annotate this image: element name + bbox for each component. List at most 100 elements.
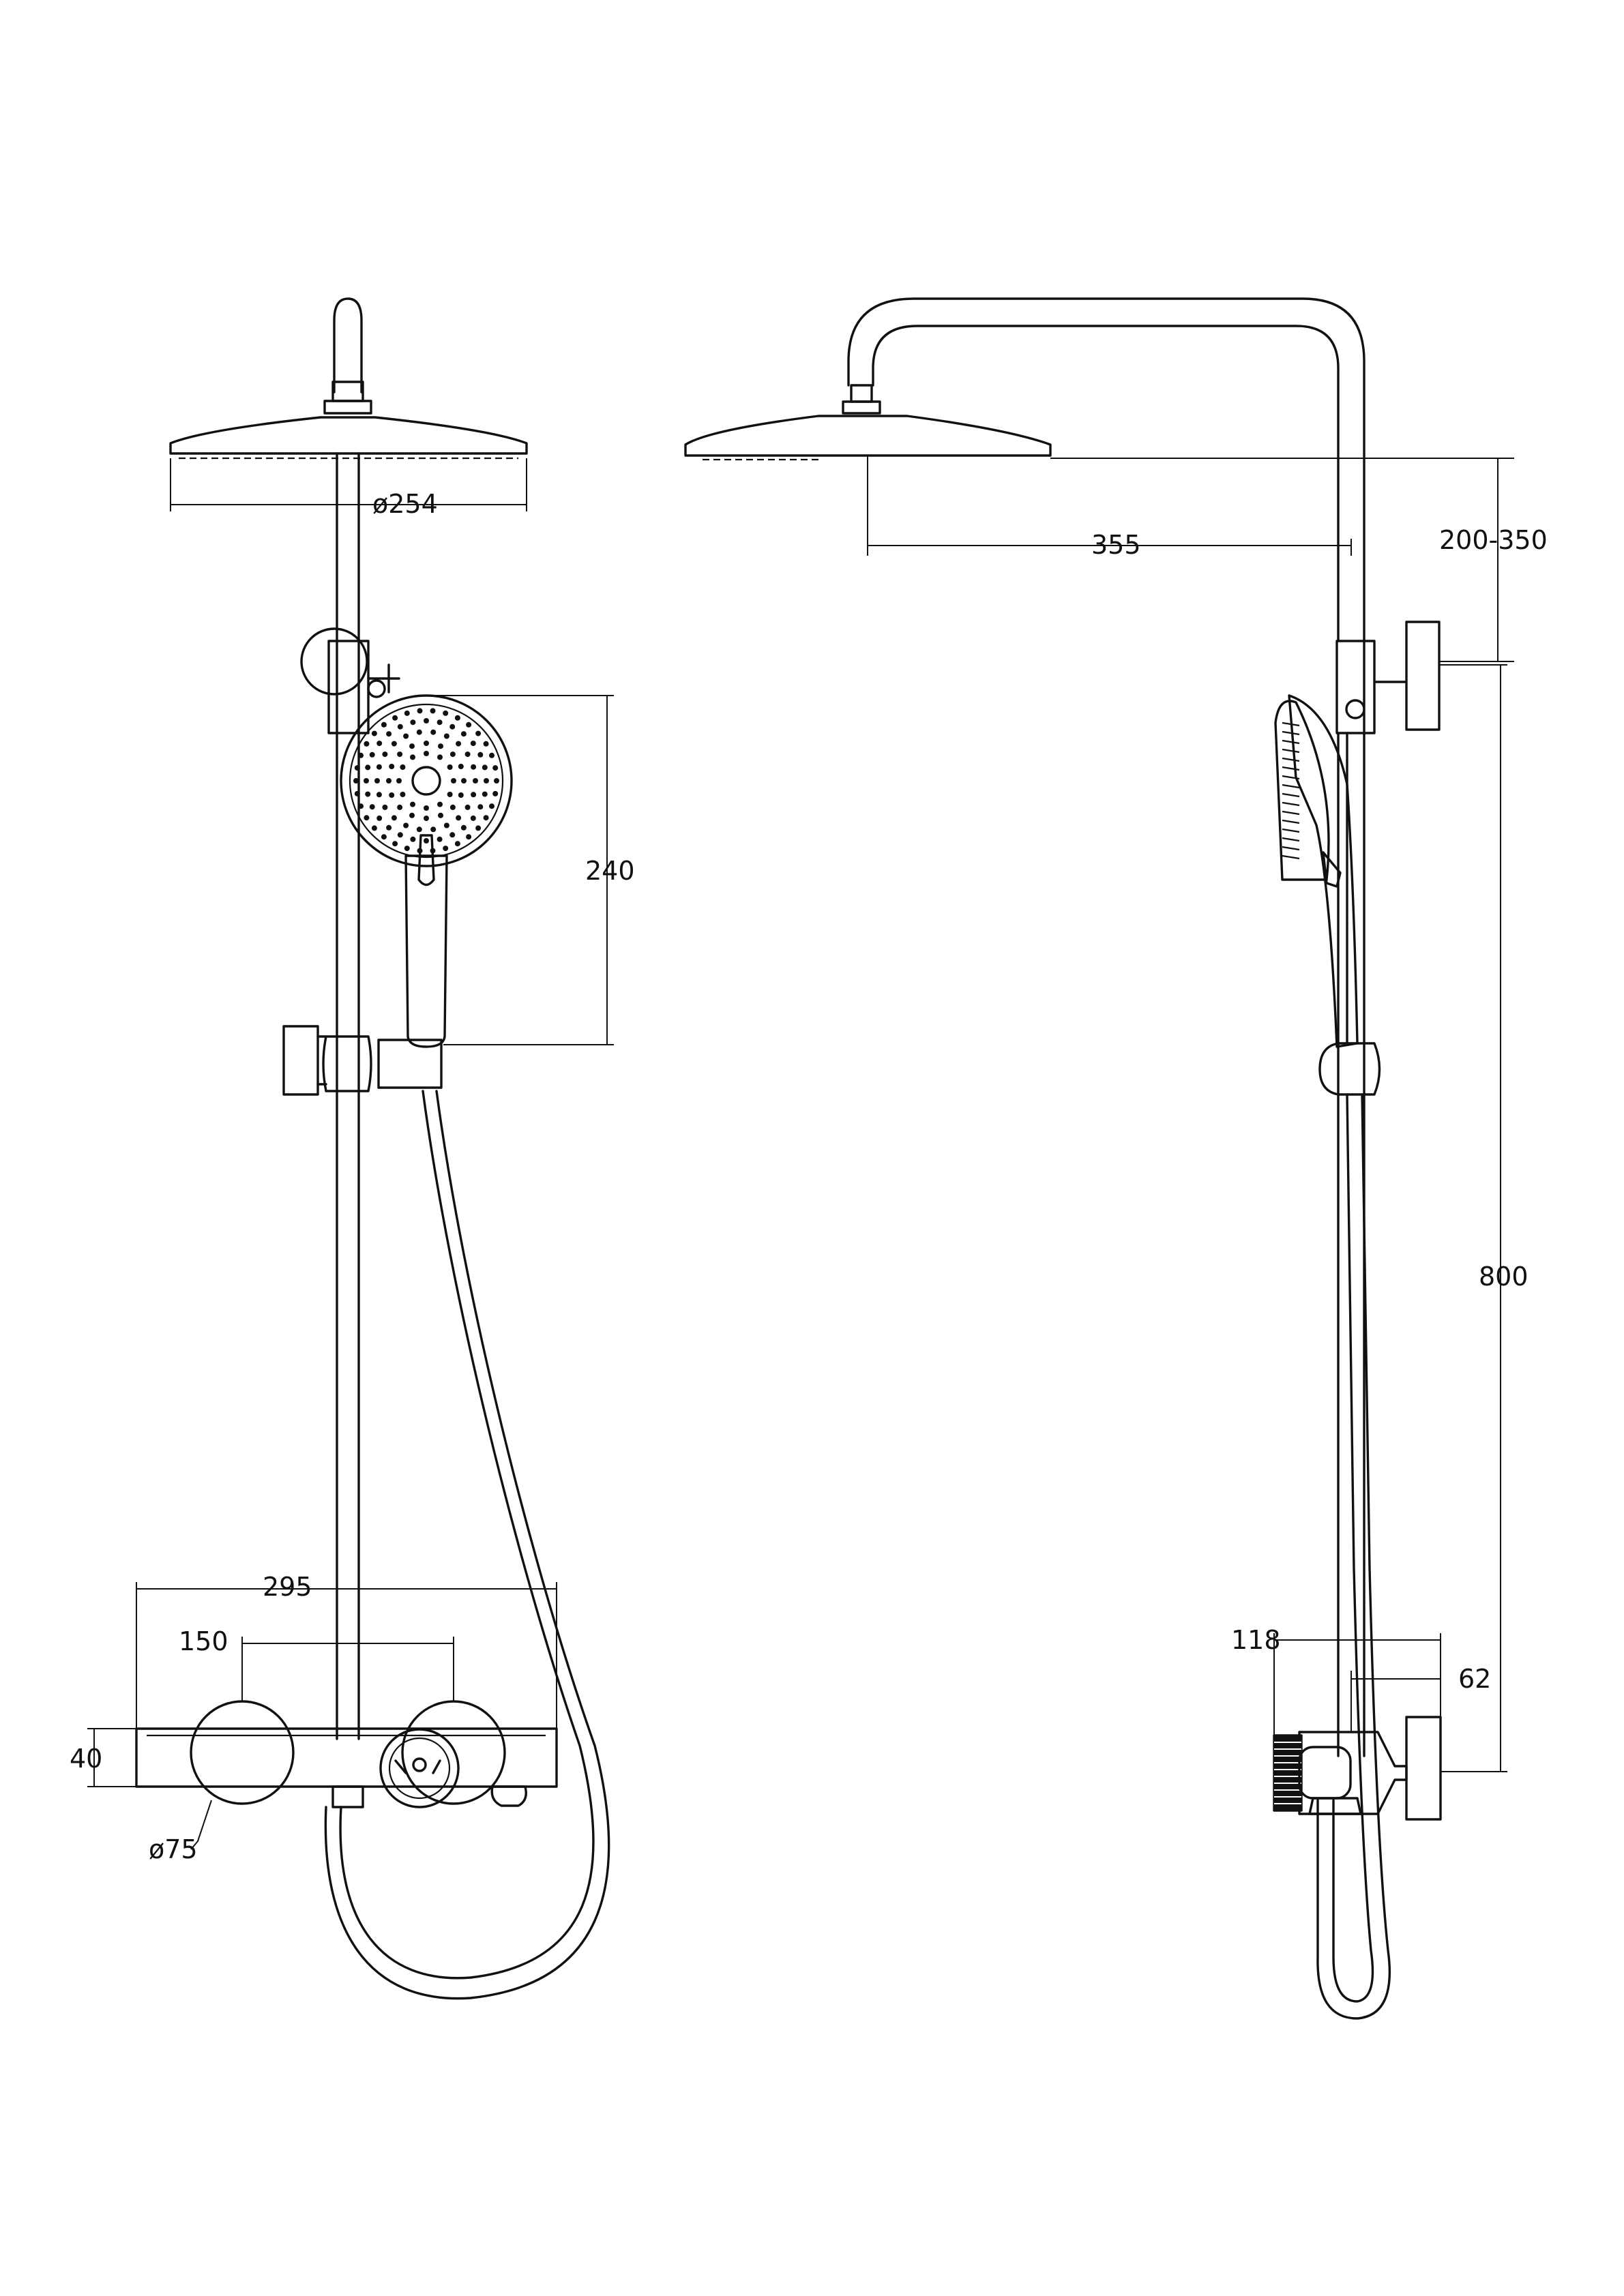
rain-head-front	[169, 416, 528, 455]
nozzle-hole	[410, 801, 415, 807]
side-view: 355 200-350 800 118 62	[684, 297, 1548, 2020]
thermostat-knob	[379, 1728, 460, 1808]
side-nozzle-tick	[1282, 828, 1300, 833]
dim-hand-shower-height: 240	[426, 695, 635, 1045]
nozzle-hole	[391, 741, 397, 747]
knob-grip-lines	[1274, 1742, 1301, 1804]
hand-shower-nozzles	[353, 708, 499, 854]
side-wall-bracket	[1405, 621, 1441, 731]
nozzle-hole	[382, 804, 388, 810]
nozzle-hole	[477, 751, 484, 758]
nozzle-hole	[470, 741, 476, 747]
nozzle-hole	[365, 791, 371, 797]
label-thermostat-width: 295	[263, 1572, 312, 1602]
label-wall-clearance: 62	[1458, 1664, 1491, 1694]
nozzle-hole	[409, 743, 415, 749]
nozzle-hole	[386, 824, 392, 831]
nozzle-hole	[482, 791, 488, 797]
nozzle-hole	[464, 751, 471, 758]
side-hose-inner	[1316, 1093, 1391, 2020]
nozzle-hole	[354, 790, 360, 796]
nozzle-hole	[443, 822, 449, 829]
nozzle-hole	[483, 741, 489, 747]
nozzle-hole	[424, 816, 429, 821]
nozzle-hole	[376, 764, 382, 770]
diverter-block	[327, 640, 370, 734]
hand-shower-side	[1288, 694, 1359, 1048]
label-thermostat-height: 40	[70, 1744, 102, 1774]
nozzle-hole	[477, 804, 484, 810]
nozzle-hole	[386, 778, 392, 784]
side-nozzle-tick	[1282, 766, 1300, 771]
shower-hose-inner	[324, 1090, 610, 2000]
nozzle-hole	[416, 729, 422, 735]
nozzle-hole	[443, 846, 449, 852]
dim-thermostat-width: 295	[136, 1572, 557, 1729]
nozzle-hole	[437, 801, 443, 807]
dim-arm-reach: 355	[867, 456, 1352, 560]
nozzle-hole	[451, 778, 456, 784]
side-nozzle-tick	[1282, 810, 1300, 816]
side-nozzle-tick	[1282, 854, 1300, 860]
side-thermostat-knob	[1274, 1735, 1301, 1810]
nozzle-hole	[365, 764, 371, 771]
nozzle-hole	[424, 805, 429, 811]
nozzle-hole	[374, 778, 380, 784]
front-view: ø254 240 295 150 40	[70, 297, 635, 2000]
nozzle-hole	[489, 752, 494, 758]
label-riser-height: 800	[1479, 1262, 1529, 1292]
nozzle-hole	[397, 751, 403, 758]
nozzle-hole	[424, 718, 429, 724]
nozzle-hole	[466, 834, 472, 840]
escutcheon-left	[190, 1700, 295, 1805]
dim-wall-clearance: 62	[1350, 1664, 1491, 1732]
nozzle-hole	[447, 792, 453, 797]
nozzle-hole	[382, 751, 388, 758]
nozzle-hole	[475, 730, 482, 736]
nozzle-hole	[424, 751, 429, 756]
side-diverter-block	[1335, 640, 1376, 734]
nozzle-hole	[454, 715, 460, 721]
side-wall-plate	[1405, 1716, 1442, 1821]
nozzle-hole	[483, 815, 489, 821]
nozzle-hole	[437, 754, 443, 760]
nozzle-hole	[404, 846, 410, 852]
nozzle-hole	[464, 804, 471, 810]
nozzle-hole	[377, 815, 383, 821]
side-slide-holder	[1318, 1042, 1381, 1096]
nozzle-hole	[381, 721, 387, 728]
side-nozzle-tick	[1282, 739, 1300, 745]
nozzle-hole	[400, 764, 406, 770]
head-connector-nut	[331, 381, 364, 402]
nozzle-hole	[492, 790, 499, 796]
dim-riser-height: 800	[1439, 664, 1529, 1772]
side-nozzle-tick	[1282, 801, 1300, 807]
nozzle-hole	[358, 752, 364, 758]
label-arm-reach: 355	[1091, 530, 1141, 560]
dim-thermostat-height: 40	[70, 1728, 136, 1787]
nozzle-hole	[466, 721, 472, 728]
shower-arm-outer	[847, 297, 1365, 1757]
label-rain-head-diameter: ø254	[372, 489, 438, 519]
nozzle-hole	[358, 803, 364, 809]
nozzle-hole	[389, 764, 395, 769]
hand-shower-side-nozzles	[1282, 721, 1300, 860]
side-nozzle-tick	[1282, 846, 1300, 851]
nozzle-hole	[471, 764, 477, 770]
nozzle-hole	[449, 804, 456, 810]
nozzle-hole	[430, 826, 437, 833]
nozzle-hole	[389, 792, 395, 798]
side-nozzle-tick	[1282, 730, 1300, 736]
nozzle-hole	[410, 719, 416, 726]
nozzle-hole	[456, 815, 462, 821]
rain-head-side	[684, 415, 1052, 457]
nozzle-hole	[447, 764, 453, 770]
nozzle-hole	[391, 815, 397, 821]
hand-shower-face-inner	[349, 703, 504, 859]
nozzle-hole	[353, 778, 359, 784]
slide-holder	[322, 1035, 372, 1092]
label-escutcheon-diameter: ø75	[149, 1834, 198, 1864]
thermostat-body	[135, 1727, 558, 1788]
nozzle-hole	[430, 708, 436, 714]
